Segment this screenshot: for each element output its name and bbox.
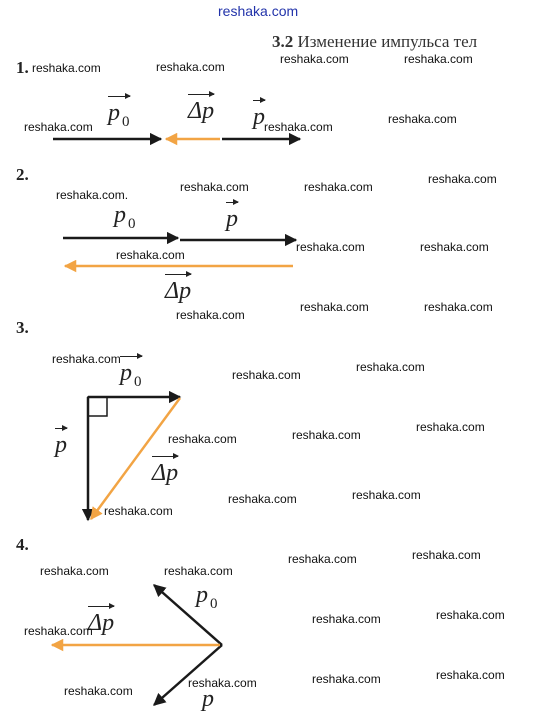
site-watermark-top[interactable]: reshaka.com — [218, 3, 299, 19]
problem-2-diagram — [63, 231, 298, 273]
watermark: reshaka.com — [420, 240, 489, 254]
watermark: reshaka.com — [32, 61, 101, 75]
p3-label-dp: Δp — [152, 453, 180, 487]
watermark: reshaka.com — [280, 52, 349, 66]
watermark: reshaka.com. — [56, 188, 129, 202]
watermark: reshaka.com — [168, 432, 237, 446]
watermark: reshaka.com — [304, 180, 373, 194]
watermark: reshaka.com — [64, 684, 133, 698]
watermark: reshaka.com — [416, 420, 485, 434]
watermark: reshaka.com — [404, 52, 473, 66]
watermark: reshaka.com — [228, 492, 297, 506]
watermark: reshaka.com — [436, 668, 505, 682]
p3-momentum-change-vector — [89, 397, 182, 521]
watermark: reshaka.com — [232, 368, 301, 382]
problem-2-number: 2. — [16, 165, 29, 184]
watermark: reshaka.com — [188, 676, 257, 690]
watermark: reshaka.com — [292, 428, 361, 442]
watermark: reshaka.com — [436, 608, 505, 622]
problem-4-number: 4. — [16, 535, 29, 554]
p2-label-p: p — [226, 199, 239, 233]
watermark: reshaka.com — [300, 300, 369, 314]
watermark: reshaka.com — [352, 488, 421, 502]
p1-label-dp: Δp — [188, 91, 216, 125]
watermark: reshaka.com — [156, 60, 225, 74]
problem-4-diagram — [50, 584, 223, 706]
p2-label-dp: Δp — [165, 271, 193, 305]
watermark: reshaka.com — [176, 308, 245, 322]
section-title-text: Изменение импульса тел — [297, 32, 478, 51]
problem-3-diagram — [81, 390, 182, 522]
watermark: reshaka.com — [312, 612, 381, 626]
watermark: reshaka.com — [412, 548, 481, 562]
watermark: reshaka.com — [312, 672, 381, 686]
watermark: reshaka.com — [356, 360, 425, 374]
p4-final-momentum-vector — [153, 644, 223, 706]
watermark: reshaka.com — [164, 564, 233, 578]
watermark: reshaka.com — [116, 248, 185, 262]
watermark: reshaka.com — [428, 172, 497, 186]
p4-label-p: p — [202, 686, 214, 712]
watermark: reshaka.com — [288, 552, 357, 566]
section-number: 3.2 — [272, 32, 294, 51]
watermark: reshaka.com — [104, 504, 173, 518]
section-title: 3.2 Изменение импульса тел — [272, 32, 477, 52]
problem-3-number: 3. — [16, 318, 29, 337]
watermark: reshaka.com — [388, 112, 457, 126]
p3-label-p: p — [55, 425, 68, 459]
watermark: reshaka.com — [24, 624, 93, 638]
watermark: reshaka.com — [424, 300, 493, 314]
watermark: reshaka.com — [296, 240, 365, 254]
watermark: reshaka.com — [180, 180, 249, 194]
watermark: reshaka.com — [52, 352, 121, 366]
watermark: reshaka.com — [24, 120, 93, 134]
p4-initial-momentum-vector — [153, 584, 223, 646]
watermark: reshaka.com — [40, 564, 109, 578]
problem-1-number: 1. — [16, 58, 29, 77]
p4-label-dp: Δp — [88, 603, 116, 637]
p3-right-angle-mark — [87, 396, 108, 417]
p1-label-p: p — [253, 97, 266, 131]
watermark: reshaka.com — [264, 120, 333, 134]
